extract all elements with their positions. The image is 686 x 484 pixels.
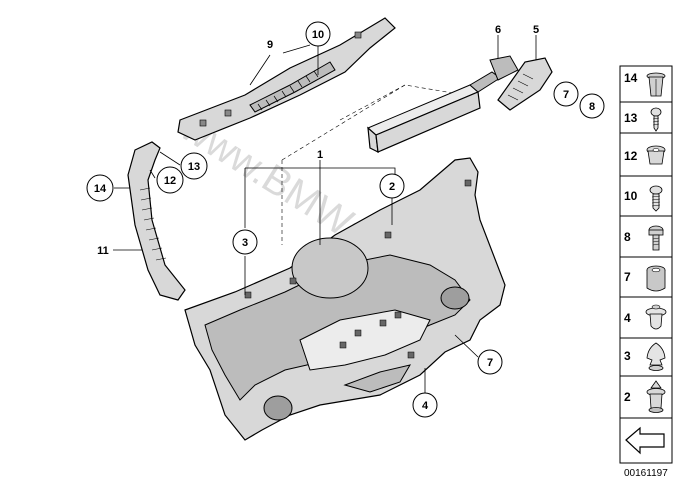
fir-tree-clip-icon [646,342,666,371]
svg-text:7: 7 [624,270,631,284]
svg-text:7: 7 [563,89,569,101]
leader-lines [113,35,537,393]
callout-10: 10 [305,21,331,47]
direction-arrow-icon [625,426,665,455]
svg-text:7: 7 [487,357,493,369]
svg-text:14: 14 [624,71,638,85]
legend-row-8: 8 [624,225,664,251]
svg-text:5: 5 [533,24,539,36]
svg-text:1: 1 [317,149,323,161]
callout-1: 1 [317,149,323,161]
legend-row-10: 10 [624,185,663,212]
svg-text:3: 3 [624,349,631,363]
callout-11: 11 [97,245,109,257]
light-bar-part [367,55,519,154]
callout-9: 9 [267,39,273,51]
callout-8: 8 [579,93,605,119]
legend-row-13: 13 [624,107,662,132]
callout-13: 13 [180,152,208,180]
svg-text:2: 2 [624,390,631,404]
svg-text:8: 8 [589,101,595,113]
callout-12: 12 [156,166,184,194]
svg-text:10: 10 [624,189,638,203]
push-clip-icon [646,380,666,413]
svg-text:13: 13 [188,161,200,173]
legend-row-3: 3 [624,342,666,371]
legend-row-4: 4 [624,304,667,330]
svg-text:4: 4 [624,311,631,325]
svg-text:12: 12 [624,149,638,163]
svg-text:3: 3 [242,237,248,249]
upper-trim-strip-part [177,17,396,141]
svg-text:4: 4 [422,400,429,412]
callout-7-top: 7 [553,81,579,107]
nut-icon [646,145,666,165]
svg-text:10: 10 [312,29,324,41]
callout-14: 14 [86,174,114,202]
side-trim-part [127,141,186,301]
screw-icon [650,107,662,132]
callout-7-bottom: 7 [477,349,503,375]
svg-text:14: 14 [94,183,107,195]
callout-3: 3 [232,229,258,255]
svg-text:2: 2 [389,181,395,193]
svg-text:6: 6 [495,24,501,36]
grommet-icon [646,265,666,292]
torx-bolt-icon [648,225,664,251]
svg-text:8: 8 [624,230,631,244]
callout-2: 2 [379,173,405,199]
callout-4: 4 [412,392,438,418]
parts-legend: 14 13 12 10 [619,65,673,464]
svg-text:13: 13 [624,111,638,125]
callout-5: 5 [533,24,539,36]
legend-row-2: 2 [624,380,666,413]
svg-text:11: 11 [97,245,109,257]
expanding-rivet-icon [646,72,666,97]
legend-row-14: 14 [624,71,666,97]
svg-text:9: 9 [267,39,273,51]
svg-text:12: 12 [164,175,176,187]
callout-6: 6 [495,24,501,36]
assembly-guides [281,84,466,245]
legend-row-7: 7 [624,265,666,292]
clip-icon [645,304,667,330]
screw-icon [649,185,663,212]
bracket-part [497,57,553,111]
legend-row-12: 12 [624,145,666,165]
diagram-id: 00161197 [624,468,668,479]
